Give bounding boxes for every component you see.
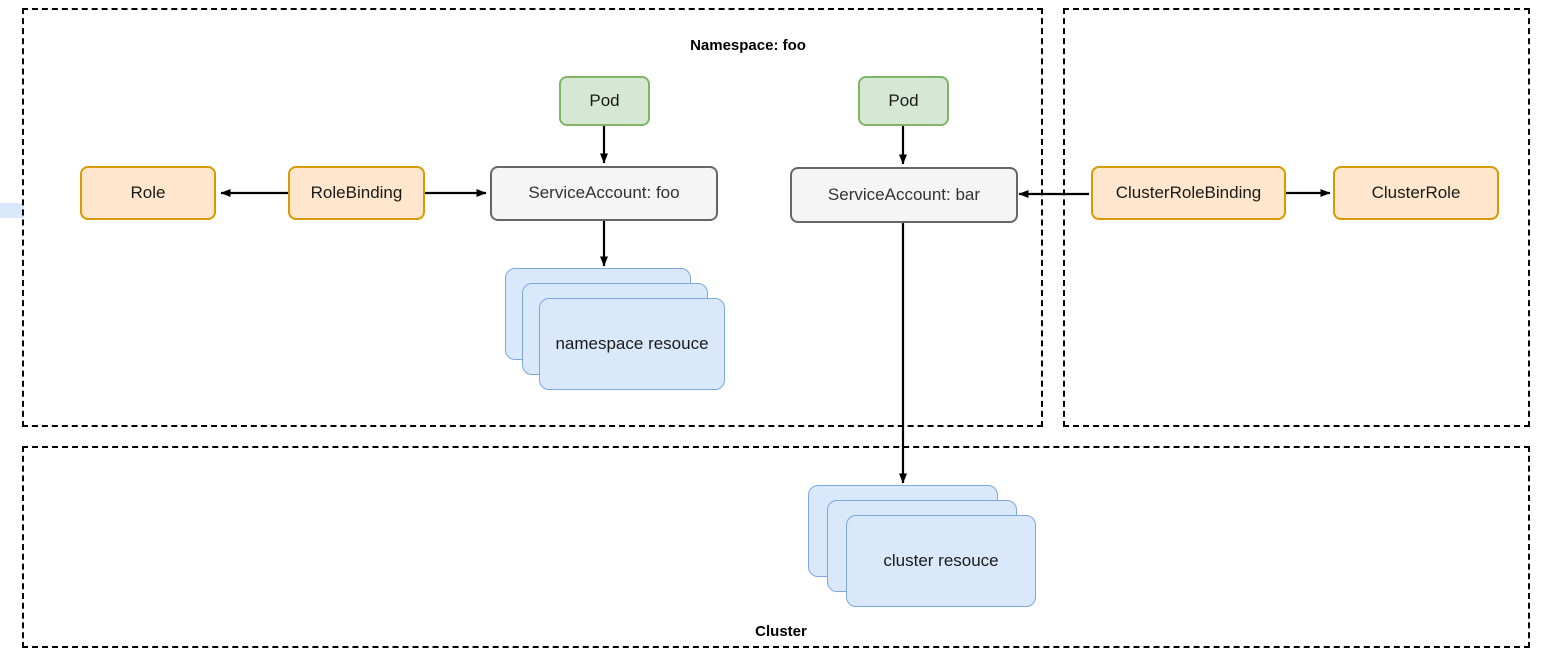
namespace-resource-card-front[interactable]: namespace resouce [539,298,725,390]
node-serviceaccount-foo-label: ServiceAccount: foo [528,183,680,203]
node-role-label: Role [130,182,166,202]
cluster-label: Cluster [755,623,807,640]
namespace-resource-label: namespace resouce [555,334,709,353]
container-cluster-scope [1063,8,1530,427]
node-clusterrole[interactable]: ClusterRole [1333,166,1499,220]
node-rolebinding[interactable]: RoleBinding [288,166,425,220]
node-pod-foo[interactable]: Pod [559,76,650,126]
edge-artifact [0,203,24,218]
namespace-label: Namespace: foo [690,37,806,54]
stack-cluster-resource[interactable]: cluster resouce [808,485,1036,607]
node-serviceaccount-bar-label: ServiceAccount: bar [827,184,981,204]
node-pod-foo-label: Pod [589,90,620,110]
node-clusterrole-label: ClusterRole [1371,182,1461,202]
container-cluster [22,446,1530,648]
node-clusterrolebinding[interactable]: ClusterRoleBinding [1091,166,1286,220]
node-pod-bar[interactable]: Pod [858,76,949,126]
node-serviceaccount-bar[interactable]: ServiceAccount: bar [790,167,1018,223]
cluster-resource-label: cluster resouce [883,551,999,570]
container-namespace-foo [22,8,1043,427]
node-role[interactable]: Role [80,166,216,220]
node-pod-bar-label: Pod [888,90,919,110]
cluster-resource-card-front[interactable]: cluster resouce [846,515,1036,607]
node-clusterrolebinding-label: ClusterRoleBinding [1115,182,1262,202]
node-serviceaccount-foo[interactable]: ServiceAccount: foo [490,166,718,221]
stack-namespace-resource[interactable]: namespace resouce [505,268,725,390]
node-rolebinding-label: RoleBinding [310,182,403,202]
